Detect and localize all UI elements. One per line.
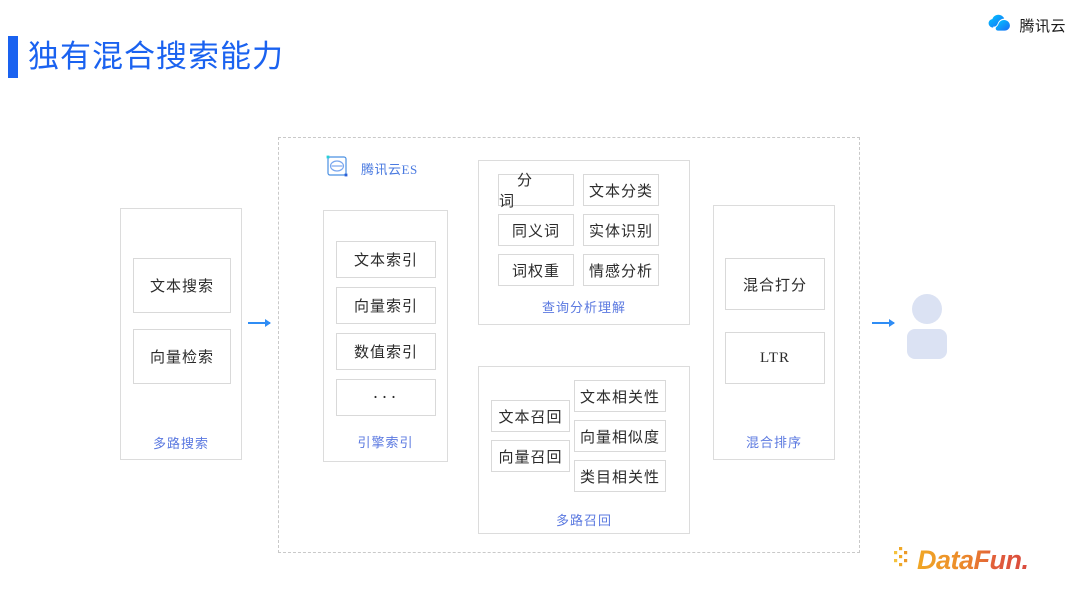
chip-ltr[interactable]: LTR: [725, 332, 825, 384]
chip-sentiment-analysis[interactable]: 情感分析: [583, 254, 659, 286]
panel-hybrid-ranking: 混合打分 LTR 混合排序: [713, 205, 835, 460]
label-engine-index: 引擎索引: [357, 435, 414, 450]
label-hybrid-ranking: 混合排序: [745, 435, 802, 450]
chip-text-search[interactable]: 文本搜索: [133, 258, 231, 313]
label-query-analysis: 查询分析理解: [541, 300, 626, 315]
chip-vector-recall[interactable]: 向量召回: [491, 440, 570, 472]
chip-hybrid-score[interactable]: 混合打分: [725, 258, 825, 310]
panel-engine-index: 文本索引 向量索引 数值索引 ··· 引擎索引: [323, 210, 448, 462]
tencent-cloud-logo: 腾讯云: [987, 13, 1066, 38]
chip-word-segmentation[interactable]: 分 词: [498, 173, 574, 210]
tencent-cloud-brand-name: 腾讯云: [1019, 19, 1066, 35]
chip-category-relevance[interactable]: 类目相关性: [574, 460, 666, 492]
chip-more-index[interactable]: ···: [336, 379, 436, 416]
title-accent-bar: [8, 36, 18, 78]
chip-entity-recognition[interactable]: 实体识别: [583, 214, 659, 246]
chip-text-index[interactable]: 文本索引: [336, 241, 436, 278]
tencent-cloud-es-icon: [324, 153, 350, 184]
arrow-rank-to-user-icon: [872, 319, 895, 327]
es-badge: 腾讯云ES: [324, 153, 418, 184]
chip-text-recall[interactable]: 文本召回: [491, 400, 570, 432]
chip-text-classification[interactable]: 文本分类: [583, 174, 659, 206]
panel-multi-route-search: 文本搜索 向量检索 多路搜索: [120, 208, 242, 460]
chip-vector-search[interactable]: 向量检索: [133, 329, 231, 384]
label-multi-route-search: 多路搜索: [152, 436, 209, 451]
chip-synonym[interactable]: 同义词: [498, 214, 574, 246]
datafun-dots-icon: [893, 545, 917, 576]
datafun-wordmark: DataFun.: [917, 545, 1029, 575]
chip-numeric-index[interactable]: 数值索引: [336, 333, 436, 370]
tencent-cloud-icon: [987, 13, 1013, 38]
datafun-logo: DataFun.: [893, 545, 1029, 576]
panel-multi-route-recall: 文本召回 向量召回 文本相关性 向量相似度 类目相关性 多路召回: [478, 366, 690, 534]
chip-vector-index[interactable]: 向量索引: [336, 287, 436, 324]
tencent-cloud-es-region: [278, 137, 860, 553]
chip-word-segmentation-label: 分 词: [499, 173, 551, 210]
chip-term-weight[interactable]: 词权重: [498, 254, 574, 286]
panel-query-analysis: 分 词 文本分类 同义词 实体识别 词权重 情感分析 查询分析理解: [478, 160, 690, 325]
label-multi-route-recall: 多路召回: [555, 513, 612, 528]
page-title: 独有混合搜索能力: [28, 39, 284, 74]
chip-vector-similarity[interactable]: 向量相似度: [574, 420, 666, 452]
es-badge-label: 腾讯云ES: [361, 162, 418, 177]
user-person-icon: [903, 293, 951, 364]
chip-text-relevance[interactable]: 文本相关性: [574, 380, 666, 412]
arrow-search-to-index-icon: [248, 319, 271, 327]
